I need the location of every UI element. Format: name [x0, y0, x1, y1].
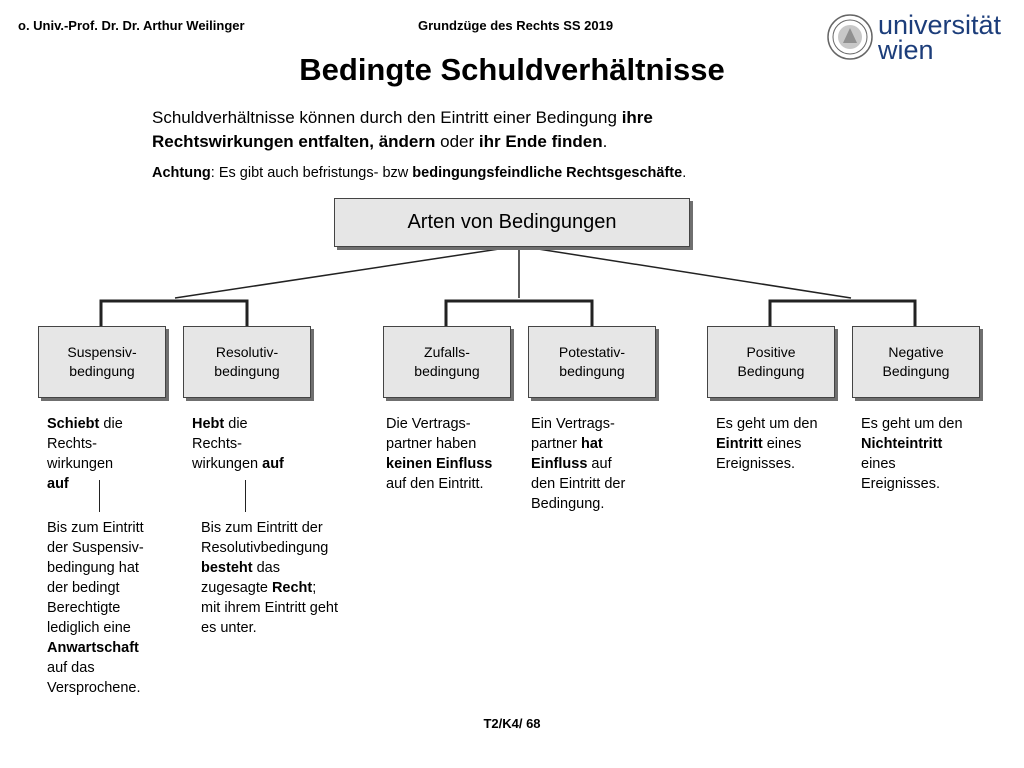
- potestative-description: Ein Vertrags- partner hat Einfluss auf d…: [531, 416, 626, 512]
- suspensive-condition-box: Suspensiv-bedingung: [38, 326, 166, 398]
- suspensive-connector: [99, 480, 100, 512]
- university-logo: universität wien: [826, 10, 1016, 65]
- logo-text-line2: wien: [877, 35, 934, 62]
- intro-line-1: Schuldverhältnisse können durch den Eint…: [152, 108, 653, 127]
- intro-line-2: Rechtswirkungen entfalten, ändern oder i…: [152, 132, 608, 151]
- suspensive-detail: Bis zum Eintritt der Suspensiv- bedingun…: [47, 520, 144, 696]
- course-header: Grundzüge des Rechts SS 2019: [418, 18, 614, 33]
- resolutive-label-2: bedingung: [214, 363, 280, 379]
- types-of-conditions-box: Arten von Bedingungen: [334, 198, 690, 247]
- negative-description: Es geht um den Nichteintritt eines Ereig…: [861, 416, 963, 492]
- resolutive-detail: Bis zum Eintritt der Resolutivbedingung …: [201, 520, 338, 636]
- chance-condition-box: Zufalls-bedingung: [383, 326, 511, 398]
- suspensive-label-1: Suspensiv-: [67, 344, 137, 360]
- chance-label-2: bedingung: [414, 363, 480, 379]
- author-header: o. Univ.-Prof. Dr. Dr. Arthur Weilinger: [18, 18, 245, 33]
- resolutive-connector: [245, 480, 246, 512]
- logo-text-line1: universität: [878, 12, 1002, 40]
- resolutive-label-1: Resolutiv-: [215, 344, 279, 360]
- positive-label-2: Bedingung: [737, 363, 805, 379]
- resolutive-description: Hebt die Rechts- wirkungen auf: [192, 416, 284, 472]
- types-of-conditions-label: Arten von Bedingungen: [407, 211, 617, 233]
- university-seal-icon: [827, 14, 873, 60]
- potestative-label-1: Potestativ-: [558, 344, 626, 360]
- chance-label-1: Zufalls-: [424, 344, 470, 360]
- suspensive-description: Schiebt die Rechts- wirkungen auf: [47, 416, 123, 492]
- chance-description: Die Vertrags- partner haben keinen Einfl…: [386, 416, 493, 492]
- warning-note: Achtung: Es gibt auch befristungs- bzw b…: [152, 165, 687, 181]
- resolutive-condition-box: Resolutiv-bedingung: [183, 326, 311, 398]
- negative-label-2: Bedingung: [882, 363, 950, 379]
- positive-label-1: Positive: [746, 344, 796, 360]
- negative-label-1: Negative: [888, 344, 944, 360]
- suspensive-label-2: bedingung: [69, 363, 135, 379]
- slide-number: T2/K4/ 68: [483, 716, 541, 731]
- positive-description: Es geht um den Eintritt eines Ereignisse…: [716, 416, 818, 472]
- potestative-label-2: bedingung: [559, 363, 625, 379]
- potestative-condition-box: Potestativ-bedingung: [528, 326, 656, 398]
- page-title: Bedingte Schuldverhältnisse: [299, 52, 725, 87]
